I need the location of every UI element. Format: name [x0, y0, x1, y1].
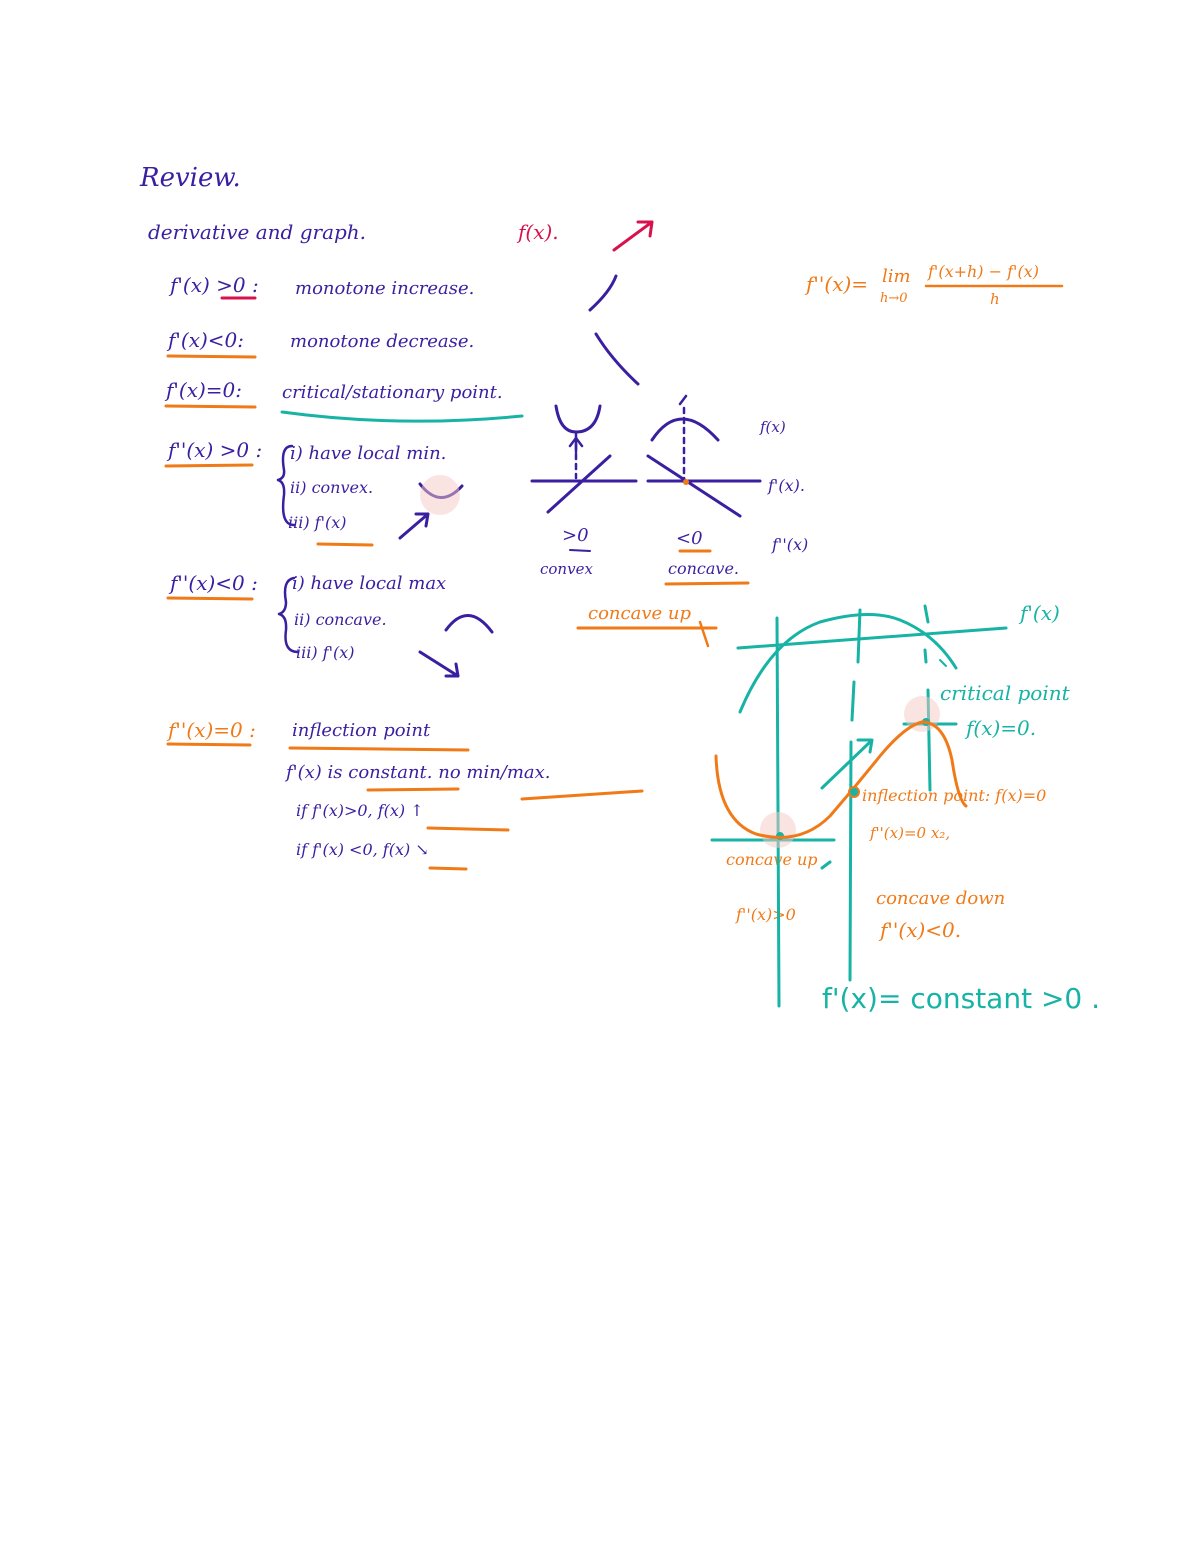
mini-concave-up: concave up — [588, 603, 691, 624]
fprime-curve — [738, 613, 958, 714]
concave-cap — [444, 614, 494, 634]
critical-dot — [922, 718, 930, 726]
underline-if2 — [428, 866, 468, 871]
definition-lhs: f''(x)= — [806, 272, 869, 296]
vline-3 — [923, 604, 932, 792]
convex-highlight — [420, 475, 460, 515]
decrease-stroke — [594, 332, 640, 386]
min-highlight — [760, 812, 796, 848]
mini-arrow-up — [568, 436, 584, 454]
definition-lim: lim — [882, 266, 911, 287]
rule4-condition: f''(x) >0 : — [168, 438, 263, 462]
rule5-item1: i) have local max — [292, 573, 447, 594]
rule5-item2: ii) concave. — [294, 610, 387, 629]
min-dot — [776, 832, 784, 840]
rule1-condition: f'(x) >0 : — [170, 273, 259, 297]
mini-fpx-label: f'(x). — [768, 476, 805, 495]
critical-highlight — [904, 696, 940, 732]
fx-curve — [714, 720, 968, 839]
rule6-condition: f''(x)=0 : — [168, 718, 256, 742]
big-fpp-positive: f''(x)>0 — [736, 905, 796, 924]
big-critical-eq: f(x)=0. — [966, 716, 1037, 740]
big-fprime-label: f'(x) — [1020, 601, 1060, 625]
rule5-condition: f''(x)<0 : — [170, 571, 258, 595]
big-constant: f'(x)= constant >0 . — [822, 982, 1101, 1015]
underline-fpx-r4 — [316, 542, 374, 547]
rule6-text: inflection point — [292, 720, 431, 741]
definition-lim-sub: h→0 — [880, 291, 908, 306]
fprime-axis — [736, 626, 1008, 650]
increase-stroke — [588, 274, 618, 312]
definition-numerator: f'(x+h) − f'(x) — [928, 262, 1039, 281]
vline-1 — [775, 616, 781, 1008]
definition-denominator: h — [990, 290, 1000, 308]
underline-rule5 — [166, 596, 254, 601]
convex-cup — [418, 482, 464, 499]
mini-falling-line — [646, 454, 742, 518]
rule6-if2: if f'(x) <0, f(x) ↘ — [296, 840, 429, 859]
vline-2 — [848, 608, 862, 982]
mini-lt0: <0 — [676, 528, 703, 549]
critical-tick — [939, 659, 947, 667]
rule3-text: critical/stationary point. — [282, 382, 503, 403]
rule6-if1: if f'(x)>0, f(x) ↑ — [296, 801, 424, 820]
rule5-item3: iii) f'(x) — [296, 643, 355, 662]
arrow-down-r5 — [418, 650, 460, 678]
mini-concave: concave. — [668, 559, 739, 578]
page-title: Review. — [140, 163, 241, 193]
big-concave-up: concave up — [726, 850, 818, 869]
big-critical-point: critical point — [940, 681, 1070, 705]
arrow-up-r4 — [398, 512, 430, 540]
rule2-condition: f'(x)<0: — [168, 328, 245, 352]
underline-if1 — [426, 826, 510, 832]
mini-rising-line — [546, 454, 612, 514]
mini-gt0: >0 — [562, 525, 589, 546]
underline-critical — [280, 410, 524, 423]
fx-label: f(x). — [518, 220, 559, 244]
subtitle: derivative and graph. — [148, 220, 367, 244]
red-arrow — [612, 220, 654, 252]
underline-inflection — [288, 746, 470, 752]
rule4-item2: ii) convex. — [290, 478, 374, 497]
rule3-condition: f'(x)=0: — [166, 378, 243, 402]
rule1-text: monotone increase. — [295, 278, 475, 299]
underline-gt0-mini — [569, 549, 591, 552]
underline-rule6 — [166, 742, 252, 747]
big-concave-down: concave down — [876, 888, 1006, 909]
mini-point — [683, 479, 689, 485]
underline-concave-mini — [664, 581, 750, 586]
underline-rule3 — [164, 404, 257, 409]
concave-up-tick — [698, 620, 710, 648]
rule2-text: monotone decrease. — [290, 331, 475, 352]
underline-nominmax — [520, 789, 644, 801]
underline-rule4 — [164, 463, 254, 468]
underline-constant — [366, 787, 460, 792]
rule4-item3: iii) f'(x) — [288, 513, 347, 532]
big-f2-eq: f''(x)=0 x₂, — [870, 824, 951, 842]
rule6-line: f'(x) is constant. no min/max. — [286, 762, 551, 783]
mini-cup — [554, 404, 602, 434]
inflection-dot — [848, 786, 860, 798]
tangent-line — [820, 738, 874, 790]
underline-rule2 — [166, 354, 257, 359]
bottom-axis-2 — [820, 860, 832, 870]
mini-arrow-top — [678, 394, 688, 406]
big-fpp-negative: f''(x)<0. — [880, 918, 962, 942]
mini-convex: convex — [540, 560, 593, 578]
mini-cap — [650, 417, 720, 442]
big-inflection: inflection point: f(x)=0 — [862, 786, 1047, 805]
rule4-item1: i) have local min. — [290, 443, 447, 464]
mini-fx-label: f(x) — [760, 418, 786, 436]
mini-fppx-label: f''(x) — [772, 535, 809, 554]
